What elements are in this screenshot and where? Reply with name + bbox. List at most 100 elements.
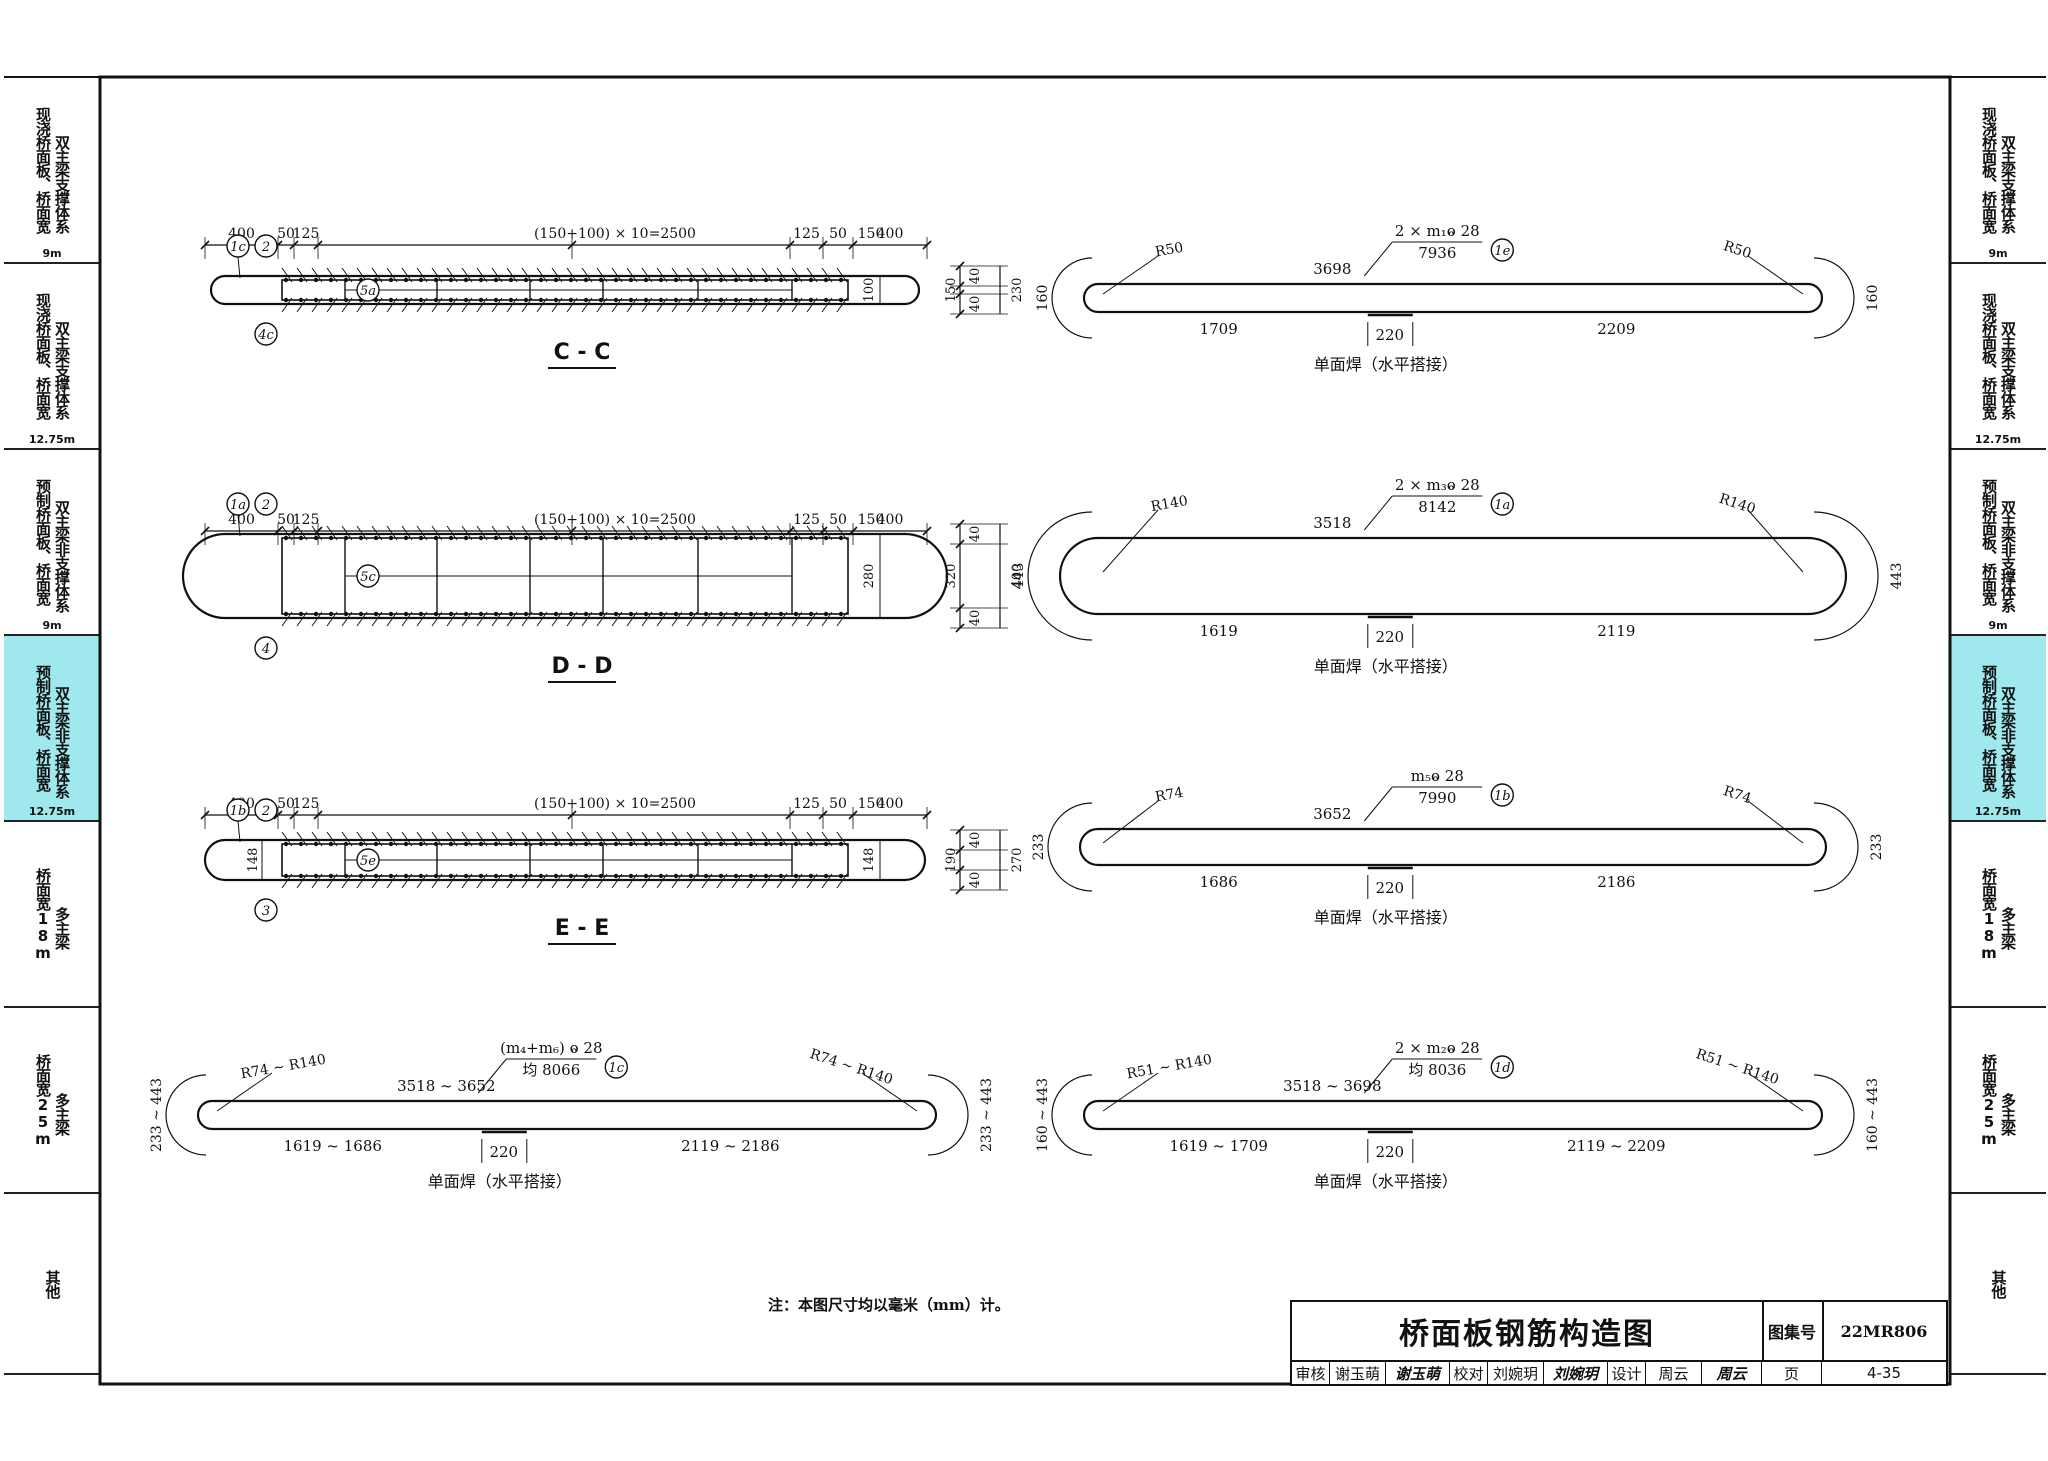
dim-label: 150 xyxy=(858,226,885,242)
rebar-dot xyxy=(718,277,724,283)
dim-label: 150 xyxy=(858,512,885,528)
rebar-dot xyxy=(793,535,799,541)
dim-label: 50 xyxy=(829,512,847,528)
rebar-dot xyxy=(493,873,499,879)
rebar-dot xyxy=(673,277,679,283)
stirrup-hatch xyxy=(281,831,293,847)
rebar-dot xyxy=(478,535,484,541)
bar-id-tag: 1e xyxy=(1494,244,1510,259)
stirrup-hatch xyxy=(446,297,458,313)
spec-leader xyxy=(1363,495,1393,531)
signature-row: 审核 谢玉萌 谢玉萌 校对 刘婉玥 刘婉玥 设计 周云 周云 页 4-35 xyxy=(1292,1360,1946,1386)
rebar-dot xyxy=(508,873,514,879)
rebar-dot xyxy=(628,841,634,847)
rebar-dot xyxy=(508,297,514,303)
stirrup-hatch xyxy=(326,297,338,313)
stirrup-hatch xyxy=(386,831,398,847)
rebar-dot xyxy=(418,873,424,879)
rebar-dot xyxy=(523,297,529,303)
rebar-dot xyxy=(313,611,319,617)
rebar-dot xyxy=(703,535,709,541)
rebar-dot xyxy=(508,841,514,847)
rebar-dot xyxy=(463,277,469,283)
rebar-dot xyxy=(628,873,634,879)
rebar-dot xyxy=(553,873,559,879)
rebar-dot xyxy=(673,297,679,303)
left-sidebar-tab-7[interactable]: 其他 xyxy=(4,1194,100,1375)
rebar-dot xyxy=(613,297,619,303)
lap-length: 220 xyxy=(489,1143,518,1161)
dim-label: 400 xyxy=(228,512,255,528)
rebar-dot xyxy=(823,277,829,283)
checker-signature: 刘婉玥 xyxy=(1544,1360,1608,1386)
rebar-dot xyxy=(838,297,844,303)
sidebar-tab-system: 多主梁 xyxy=(53,907,71,949)
dim-label: 50 xyxy=(829,226,847,242)
sidebar-tab-text: 现浇桥面板、桥面宽 xyxy=(34,293,52,419)
sidebar-tab-text: 预制桥面板、桥面宽 xyxy=(34,479,52,605)
rebar-dot xyxy=(748,277,754,283)
stirrup-hatch xyxy=(761,297,773,313)
stirrup-hatch xyxy=(536,611,548,627)
stirrup-hatch xyxy=(446,525,458,541)
rebar-dot xyxy=(313,297,319,303)
rebar-dot xyxy=(583,873,589,879)
stirrup-hatch xyxy=(596,611,608,627)
stirrup-hatch xyxy=(506,611,518,627)
stirrup-hatch xyxy=(836,267,848,283)
rebar-dot xyxy=(523,535,529,541)
rebar-dot xyxy=(598,841,604,847)
stirrup-hatch xyxy=(401,873,413,889)
rebar-dot xyxy=(568,535,574,541)
rebar-dot xyxy=(358,841,364,847)
rebar-dot xyxy=(388,535,394,541)
bend-dim-left xyxy=(1027,511,1093,641)
stirrup-hatch xyxy=(551,831,563,847)
checker-name: 刘婉玥 xyxy=(1488,1360,1544,1386)
stirrup-hatch xyxy=(281,525,293,541)
rebar-dot xyxy=(568,297,574,303)
stirrup-hatch xyxy=(761,873,773,889)
sidebar-tab-system: 双主梁非支撑体系 xyxy=(53,500,71,612)
stirrup-hatch xyxy=(731,267,743,283)
stirrup-hatch xyxy=(521,267,533,283)
stirrup-hatch xyxy=(701,831,713,847)
stirrup-hatch xyxy=(581,297,593,313)
rebar-dot xyxy=(838,535,844,541)
stirrup-hatch xyxy=(551,525,563,541)
rebar-dot xyxy=(658,277,664,283)
stirrup-hatch xyxy=(521,873,533,889)
rebar-dot xyxy=(778,535,784,541)
rebar-dot xyxy=(328,297,334,303)
rebar-dot xyxy=(313,873,319,879)
stirrup-hatch xyxy=(491,267,503,283)
lap-length: 220 xyxy=(1375,326,1404,344)
stirrup-hatch xyxy=(611,873,623,889)
rebar-dot xyxy=(448,535,454,541)
dim-label: 125 xyxy=(793,796,820,812)
right-sidebar-tab-7[interactable]: 其他 xyxy=(1950,1194,2046,1375)
weld-note: 单面焊（水平搭接） xyxy=(428,1172,572,1191)
rebar-dot xyxy=(658,535,664,541)
radius-leader-left xyxy=(1102,509,1159,573)
sidebar-tab-system: 多主梁 xyxy=(1999,1093,2017,1135)
bend-height-left: 233 ~ 443 xyxy=(149,1078,165,1152)
dim-label: 400 xyxy=(877,796,904,812)
rebar-dot xyxy=(358,873,364,879)
stirrup-hatch xyxy=(776,525,788,541)
rebar-dot xyxy=(298,535,304,541)
